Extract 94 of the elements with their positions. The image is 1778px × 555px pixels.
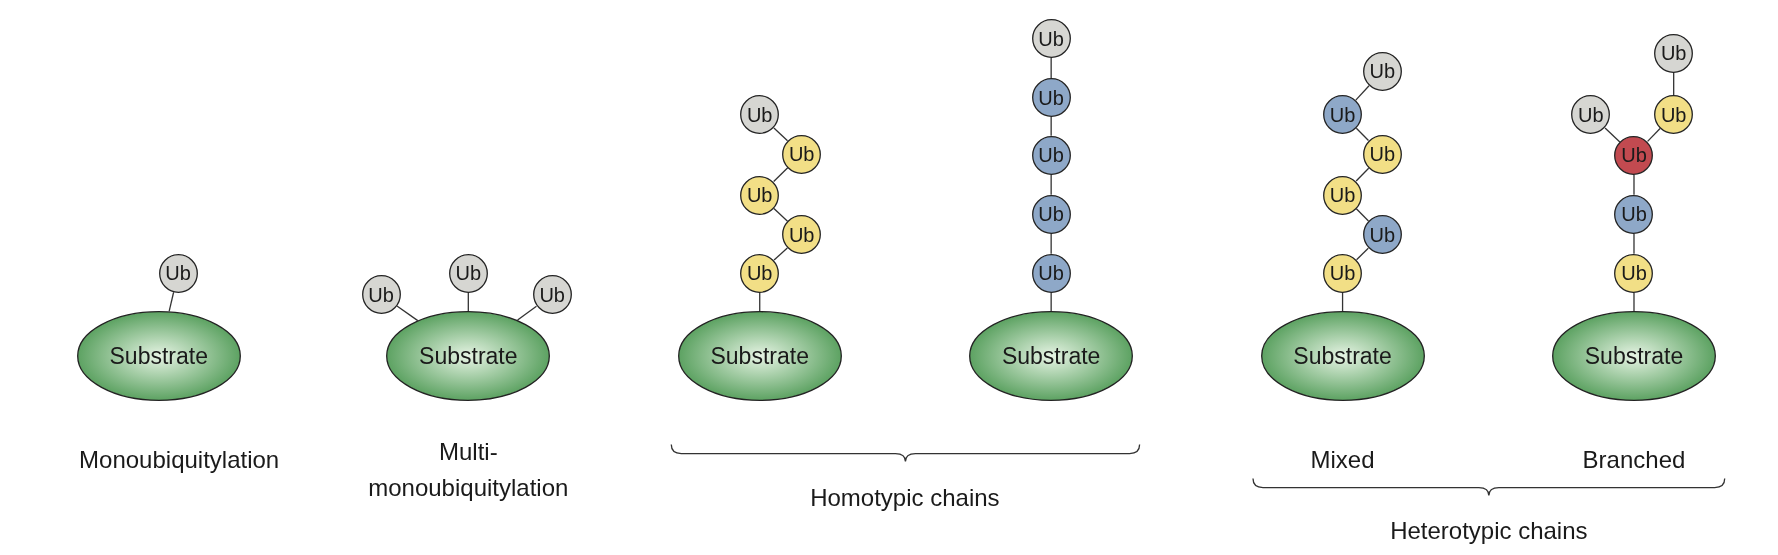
- ubiquitin-circle: [1031, 78, 1071, 117]
- ubiquitin-circle: [782, 134, 822, 174]
- substrate-ellipse: [76, 311, 241, 402]
- ubiquitin-circle: [158, 253, 198, 293]
- ub-label: Ub: [1037, 27, 1065, 51]
- connector-line: [1050, 292, 1052, 312]
- ub-label: Ub: [538, 283, 566, 307]
- ubiquitin-circle: [1362, 51, 1402, 91]
- connector-line: [773, 247, 788, 261]
- ubiquitin-circle: [1614, 135, 1654, 175]
- substrate-ellipse: [386, 311, 551, 402]
- connector-line: [1050, 233, 1052, 255]
- connector-line: [1355, 247, 1369, 261]
- ubiquitin-circle: [740, 253, 780, 293]
- substrate-label: Substrate: [709, 342, 810, 370]
- ubiquitin-circle: [532, 275, 572, 315]
- caption: Heterotypic chains: [1389, 515, 1589, 546]
- connector-line: [1050, 116, 1052, 137]
- connector-line: [1633, 292, 1635, 312]
- ub-label: Ub: [1328, 183, 1357, 207]
- connector-line: [396, 305, 419, 322]
- ub-label: Ub: [1659, 103, 1688, 126]
- substrate-label: Substrate: [1292, 342, 1393, 370]
- substrate-ellipse: [1552, 311, 1716, 402]
- ub-label: Ub: [1368, 59, 1397, 83]
- connector-line: [1355, 208, 1370, 222]
- ub-label: Ub: [1368, 142, 1397, 166]
- connector-line: [1355, 85, 1370, 101]
- connector-line: [773, 207, 789, 222]
- ubiquitin-circle: [1031, 253, 1071, 293]
- ub-label: Ub: [745, 183, 774, 207]
- ub-label: Ub: [1620, 202, 1648, 226]
- ubiquitin-circle: [740, 175, 780, 215]
- ub-label: Ub: [1368, 223, 1397, 247]
- caption: Mixed: [1309, 445, 1376, 476]
- connector-line: [168, 291, 175, 313]
- ub-label: Ub: [367, 283, 395, 307]
- ub-label: Ub: [1659, 41, 1688, 65]
- ub-label: Ub: [1620, 143, 1648, 167]
- ub-label: Ub: [1037, 202, 1065, 226]
- connector-line: [773, 127, 789, 142]
- connector-line: [1673, 72, 1675, 96]
- connector-line: [1604, 127, 1621, 143]
- connector-line: [516, 305, 538, 321]
- ub-label: Ub: [1037, 261, 1065, 285]
- ubiquitin-circle: [1323, 175, 1363, 215]
- connector-line: [1633, 174, 1635, 196]
- substrate-label: Substrate: [108, 342, 209, 370]
- connector-line: [1050, 57, 1052, 79]
- ubiquitin-circle: [1362, 215, 1402, 255]
- connector-line: [467, 292, 469, 312]
- ubiquitin-circle: [740, 95, 780, 134]
- ubiquitin-circle: [1614, 253, 1654, 293]
- ub-label: Ub: [454, 261, 483, 285]
- ubiquitin-circle: [1323, 95, 1363, 134]
- ubiquitin-circle: [1614, 194, 1654, 234]
- substrate-label: Substrate: [418, 342, 519, 370]
- caption: Monoubiquitylation: [78, 445, 281, 476]
- ubiquitin-circle: [1031, 194, 1071, 234]
- caption: Branched: [1581, 445, 1687, 476]
- ubiquitin-circle: [1031, 19, 1071, 59]
- ub-label: Ub: [1037, 86, 1065, 109]
- connector-line: [759, 292, 761, 312]
- ubiquitin-circle: [1654, 95, 1694, 134]
- substrate-ellipse: [1260, 311, 1425, 402]
- ub-label: Ub: [1037, 143, 1065, 167]
- ub-label: Ub: [1620, 261, 1648, 285]
- substrate-ellipse: [969, 311, 1134, 402]
- caption: Homotypic chains: [809, 482, 1001, 513]
- ub-label: Ub: [787, 223, 816, 247]
- ubiquitin-circle: [782, 215, 822, 255]
- caption: Multi- monoubiquitylation: [367, 437, 570, 504]
- ub-label: Ub: [1577, 103, 1605, 126]
- connector-line: [1050, 174, 1052, 196]
- ub-label: Ub: [745, 103, 774, 126]
- connector-line: [1633, 233, 1635, 255]
- substrate-label: Substrate: [1000, 342, 1102, 370]
- connector-line: [773, 167, 789, 183]
- ubiquitin-circle: [1323, 253, 1363, 293]
- ubiquitin-circle: [1031, 135, 1071, 175]
- ubiquitin-circle: [1654, 33, 1694, 73]
- ub-label: Ub: [1328, 261, 1357, 285]
- ubiquitin-circle: [361, 275, 401, 315]
- ub-label: Ub: [1328, 103, 1357, 126]
- substrate-ellipse: [677, 311, 842, 402]
- connector-line: [1341, 292, 1344, 312]
- connector-line: [1646, 127, 1661, 142]
- ub-label: Ub: [787, 142, 816, 166]
- ub-label: Ub: [164, 261, 192, 285]
- ubiquitin-circle: [1362, 134, 1402, 174]
- ub-label: Ub: [745, 261, 774, 285]
- substrate-label: Substrate: [1583, 342, 1685, 370]
- ubiquitin-circle: [448, 253, 488, 293]
- ubiquitin-circle: [1571, 95, 1611, 134]
